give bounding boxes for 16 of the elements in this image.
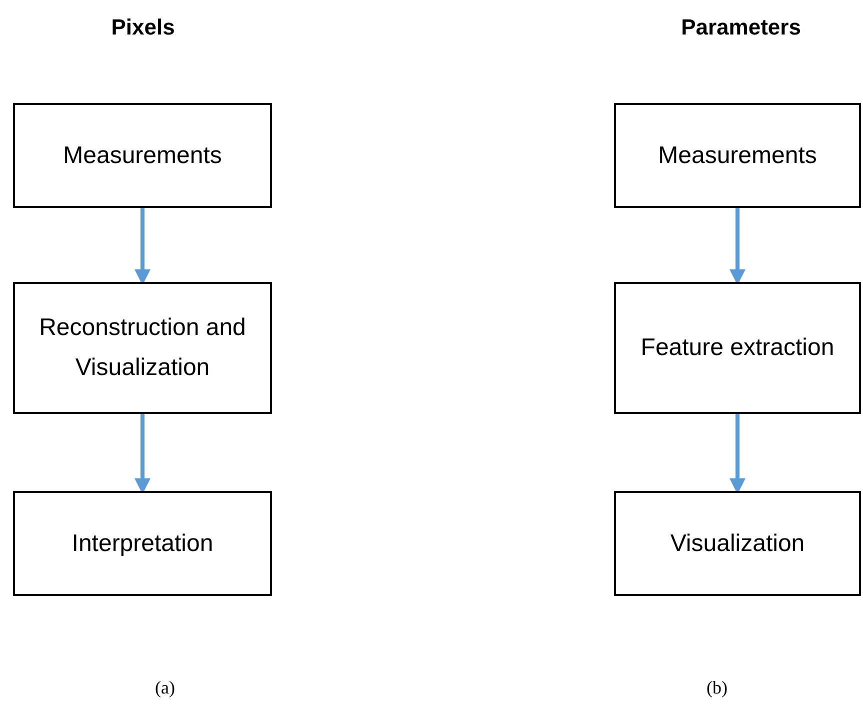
box-label: Reconstruction and Visualization xyxy=(38,313,247,383)
process-box xyxy=(614,491,861,596)
column-heading: Parameters xyxy=(681,14,801,42)
process-box xyxy=(614,282,861,414)
process-box xyxy=(13,282,272,414)
figure-caption: (b) xyxy=(706,676,728,700)
box-label: Measurements xyxy=(63,140,222,170)
process-box xyxy=(13,491,272,596)
box-label: Feature extraction xyxy=(640,333,834,363)
process-box xyxy=(614,103,861,208)
column-heading: Pixels xyxy=(111,14,175,42)
box-label: Interpretation xyxy=(72,528,214,558)
figure-caption: (a) xyxy=(155,676,175,700)
box-label: Measurements xyxy=(658,140,817,170)
box-label: Visualization xyxy=(670,528,805,558)
process-box xyxy=(13,103,272,208)
